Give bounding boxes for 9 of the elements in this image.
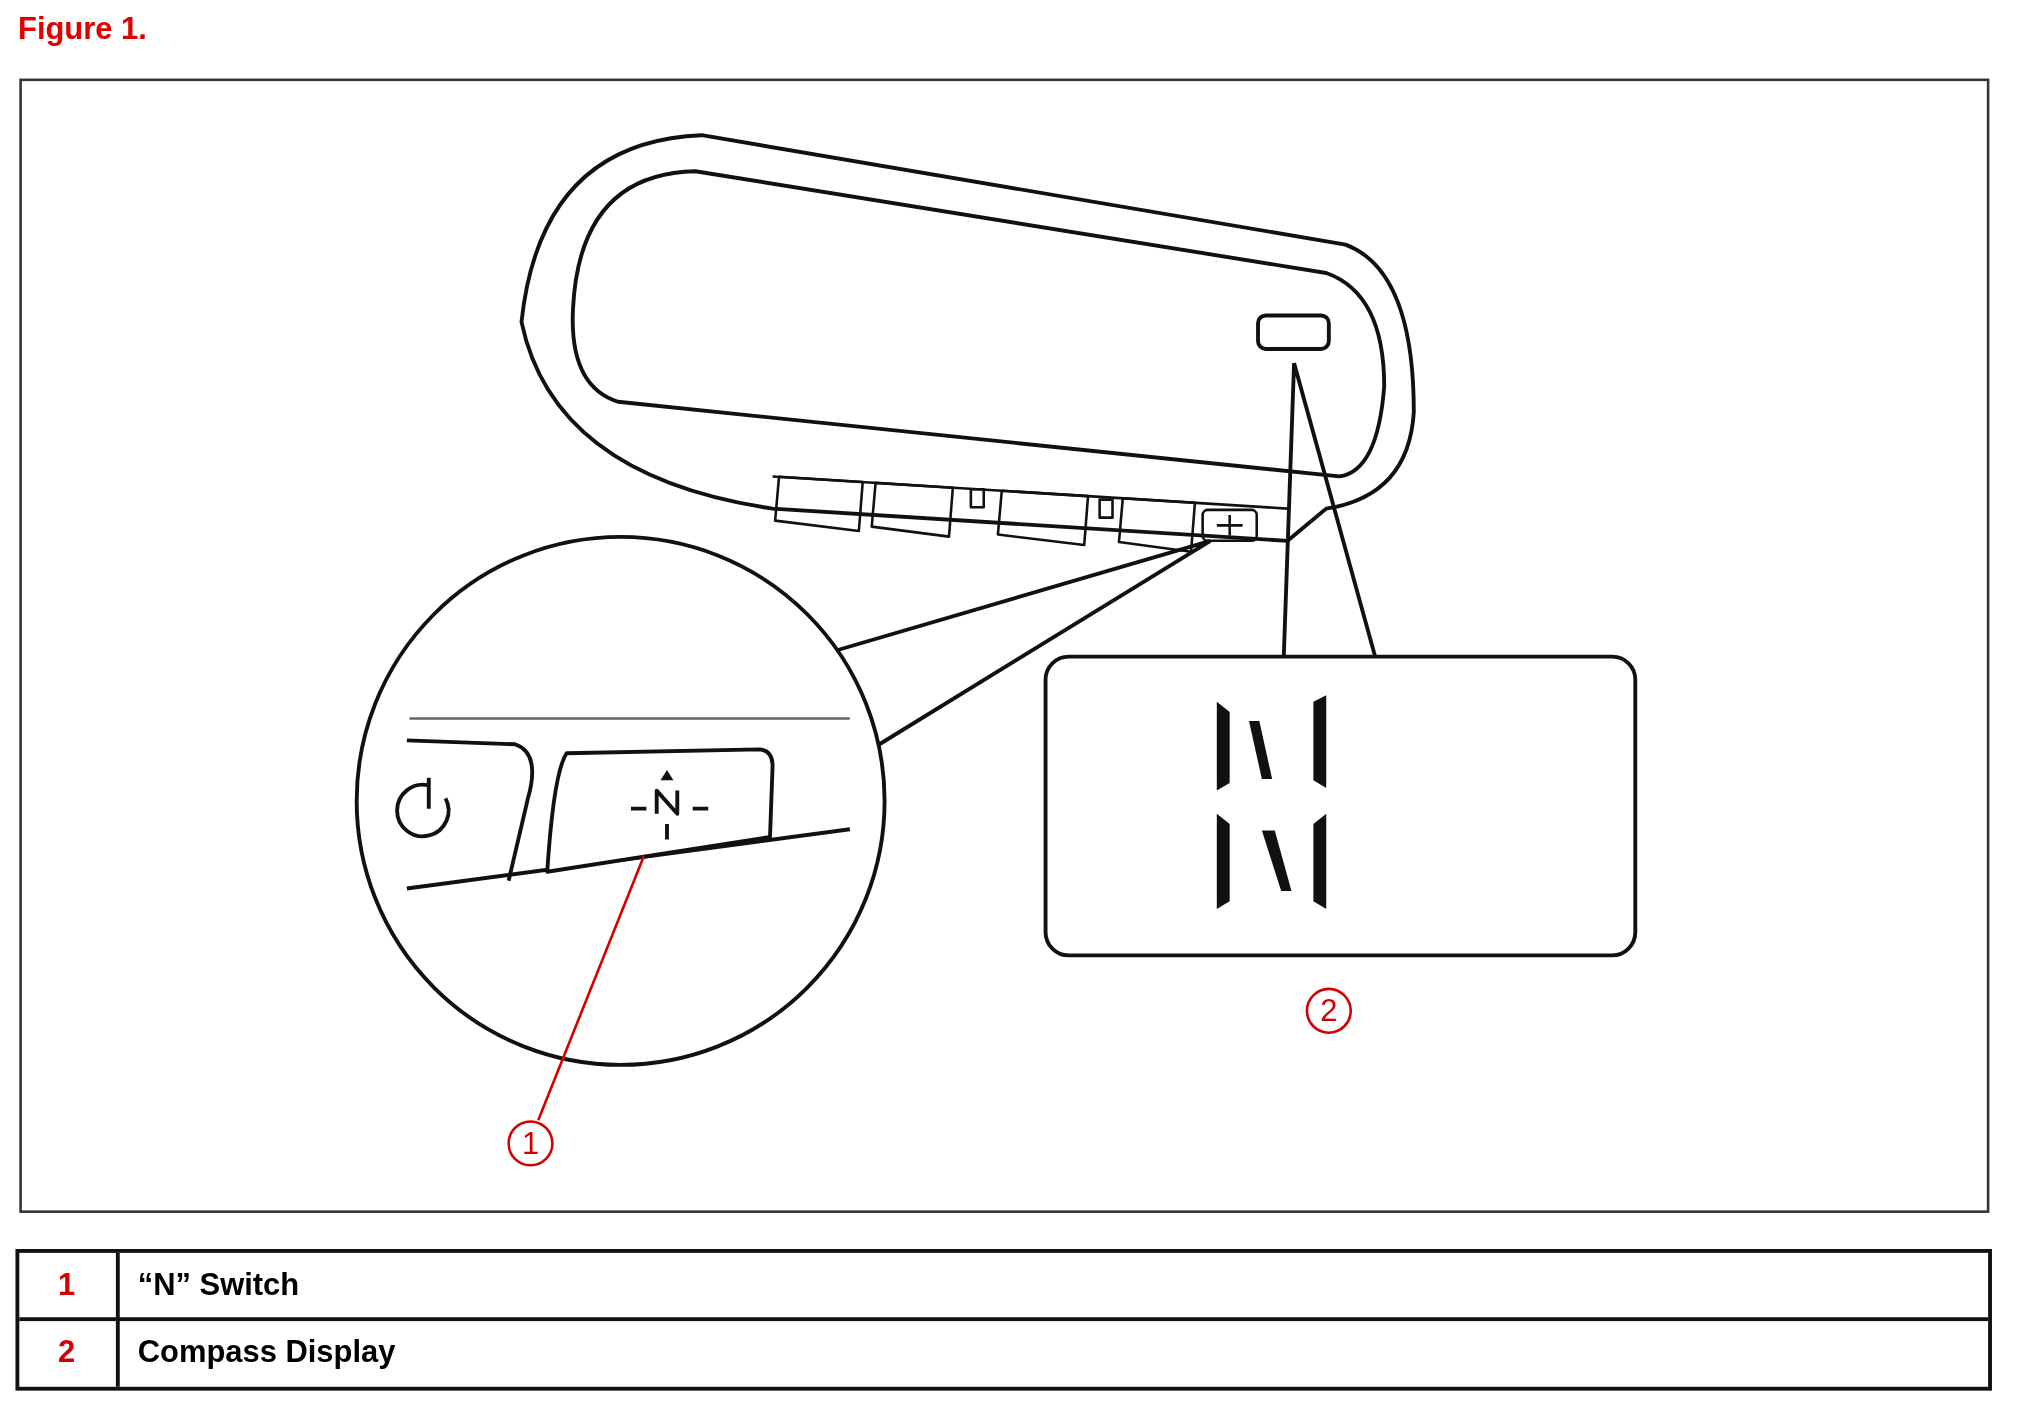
item-number: 2	[57, 1333, 76, 1371]
item-description: “N” Switch	[137, 1266, 300, 1304]
item-description: Compass Display	[137, 1333, 396, 1371]
item-number: 1	[57, 1266, 76, 1304]
switch-button	[545, 747, 775, 874]
callout-number: 1	[507, 1120, 554, 1167]
leader-line	[537, 855, 645, 1121]
callout-number: 2	[1305, 987, 1352, 1034]
figure-title: Figure 1.	[18, 10, 147, 47]
